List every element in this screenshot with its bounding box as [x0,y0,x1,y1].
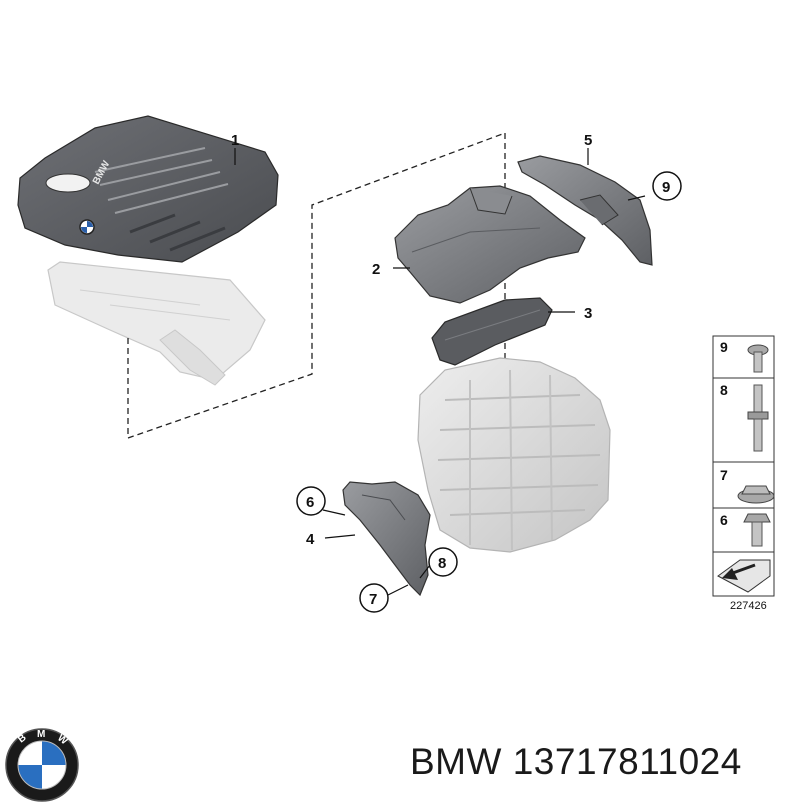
legend-label-8: 8 [720,382,728,398]
collar-nut-icon [737,485,775,504]
callout-4: 4 [306,531,315,548]
reference-number: 227426 [730,600,767,612]
callout-3: 3 [584,305,592,322]
leader-lines [234,148,646,596]
engine-block [417,357,611,553]
callout-8-circle [428,547,458,577]
legend-label-9: 9 [720,339,728,355]
legend-label-6: 6 [720,512,728,528]
callout-1: 1 [231,132,239,149]
direction-arrow-icon [717,559,771,593]
heat-shield-5 [517,155,653,266]
callout-6-circle [296,486,326,516]
callout-2: 2 [372,261,380,278]
cover-plate-3 [431,297,553,366]
part-caption: BMW 13717811024 [410,737,795,787]
callout-9-circle [652,171,682,201]
callout-7-circle [359,583,389,613]
hardware-legend: 9 8 7 6 227426 [712,335,775,612]
callout-7: 7 [369,591,377,608]
callout-5: 5 [584,132,592,149]
callout-9: 9 [662,179,670,196]
callout-8: 8 [438,555,446,572]
callout-6: 6 [306,494,314,511]
caption-brand: BMW [410,741,502,782]
heat-shield-2 [394,185,586,304]
engine-cover: BMW [17,115,279,263]
roundel-letter-m: M [37,729,45,740]
hex-bolt-icon [743,513,771,547]
ghost-intake [47,261,266,386]
caption-part-number: 13717811024 [512,741,742,782]
bracket-4 [342,481,431,597]
bmw-roundel-icon: B M W [5,728,79,802]
push-rivet-icon [747,344,769,373]
stud-bolt-icon [747,384,769,452]
callouts: 1 2 3 4 5 6 7 8 9 [231,132,682,613]
legend-label-7: 7 [720,467,728,483]
bmw-logo: B M W [4,727,80,803]
